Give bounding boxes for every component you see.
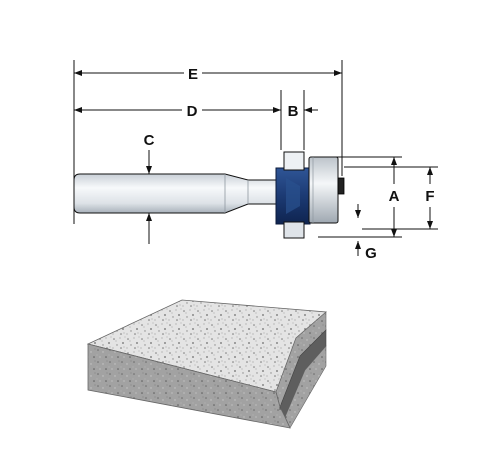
label-c: C	[144, 132, 155, 149]
dimension-lines	[73, 60, 438, 256]
shank	[73, 173, 279, 214]
cutter-body	[275, 151, 311, 239]
bearing	[308, 156, 345, 224]
label-a: A	[389, 188, 400, 205]
router-bit	[73, 151, 345, 239]
workpiece-slab	[86, 299, 327, 429]
arrowheads	[74, 70, 433, 249]
label-e: E	[188, 66, 198, 83]
label-f: F	[425, 188, 434, 205]
label-g: G	[365, 245, 377, 262]
label-b: B	[288, 103, 299, 120]
label-d: D	[187, 103, 198, 120]
